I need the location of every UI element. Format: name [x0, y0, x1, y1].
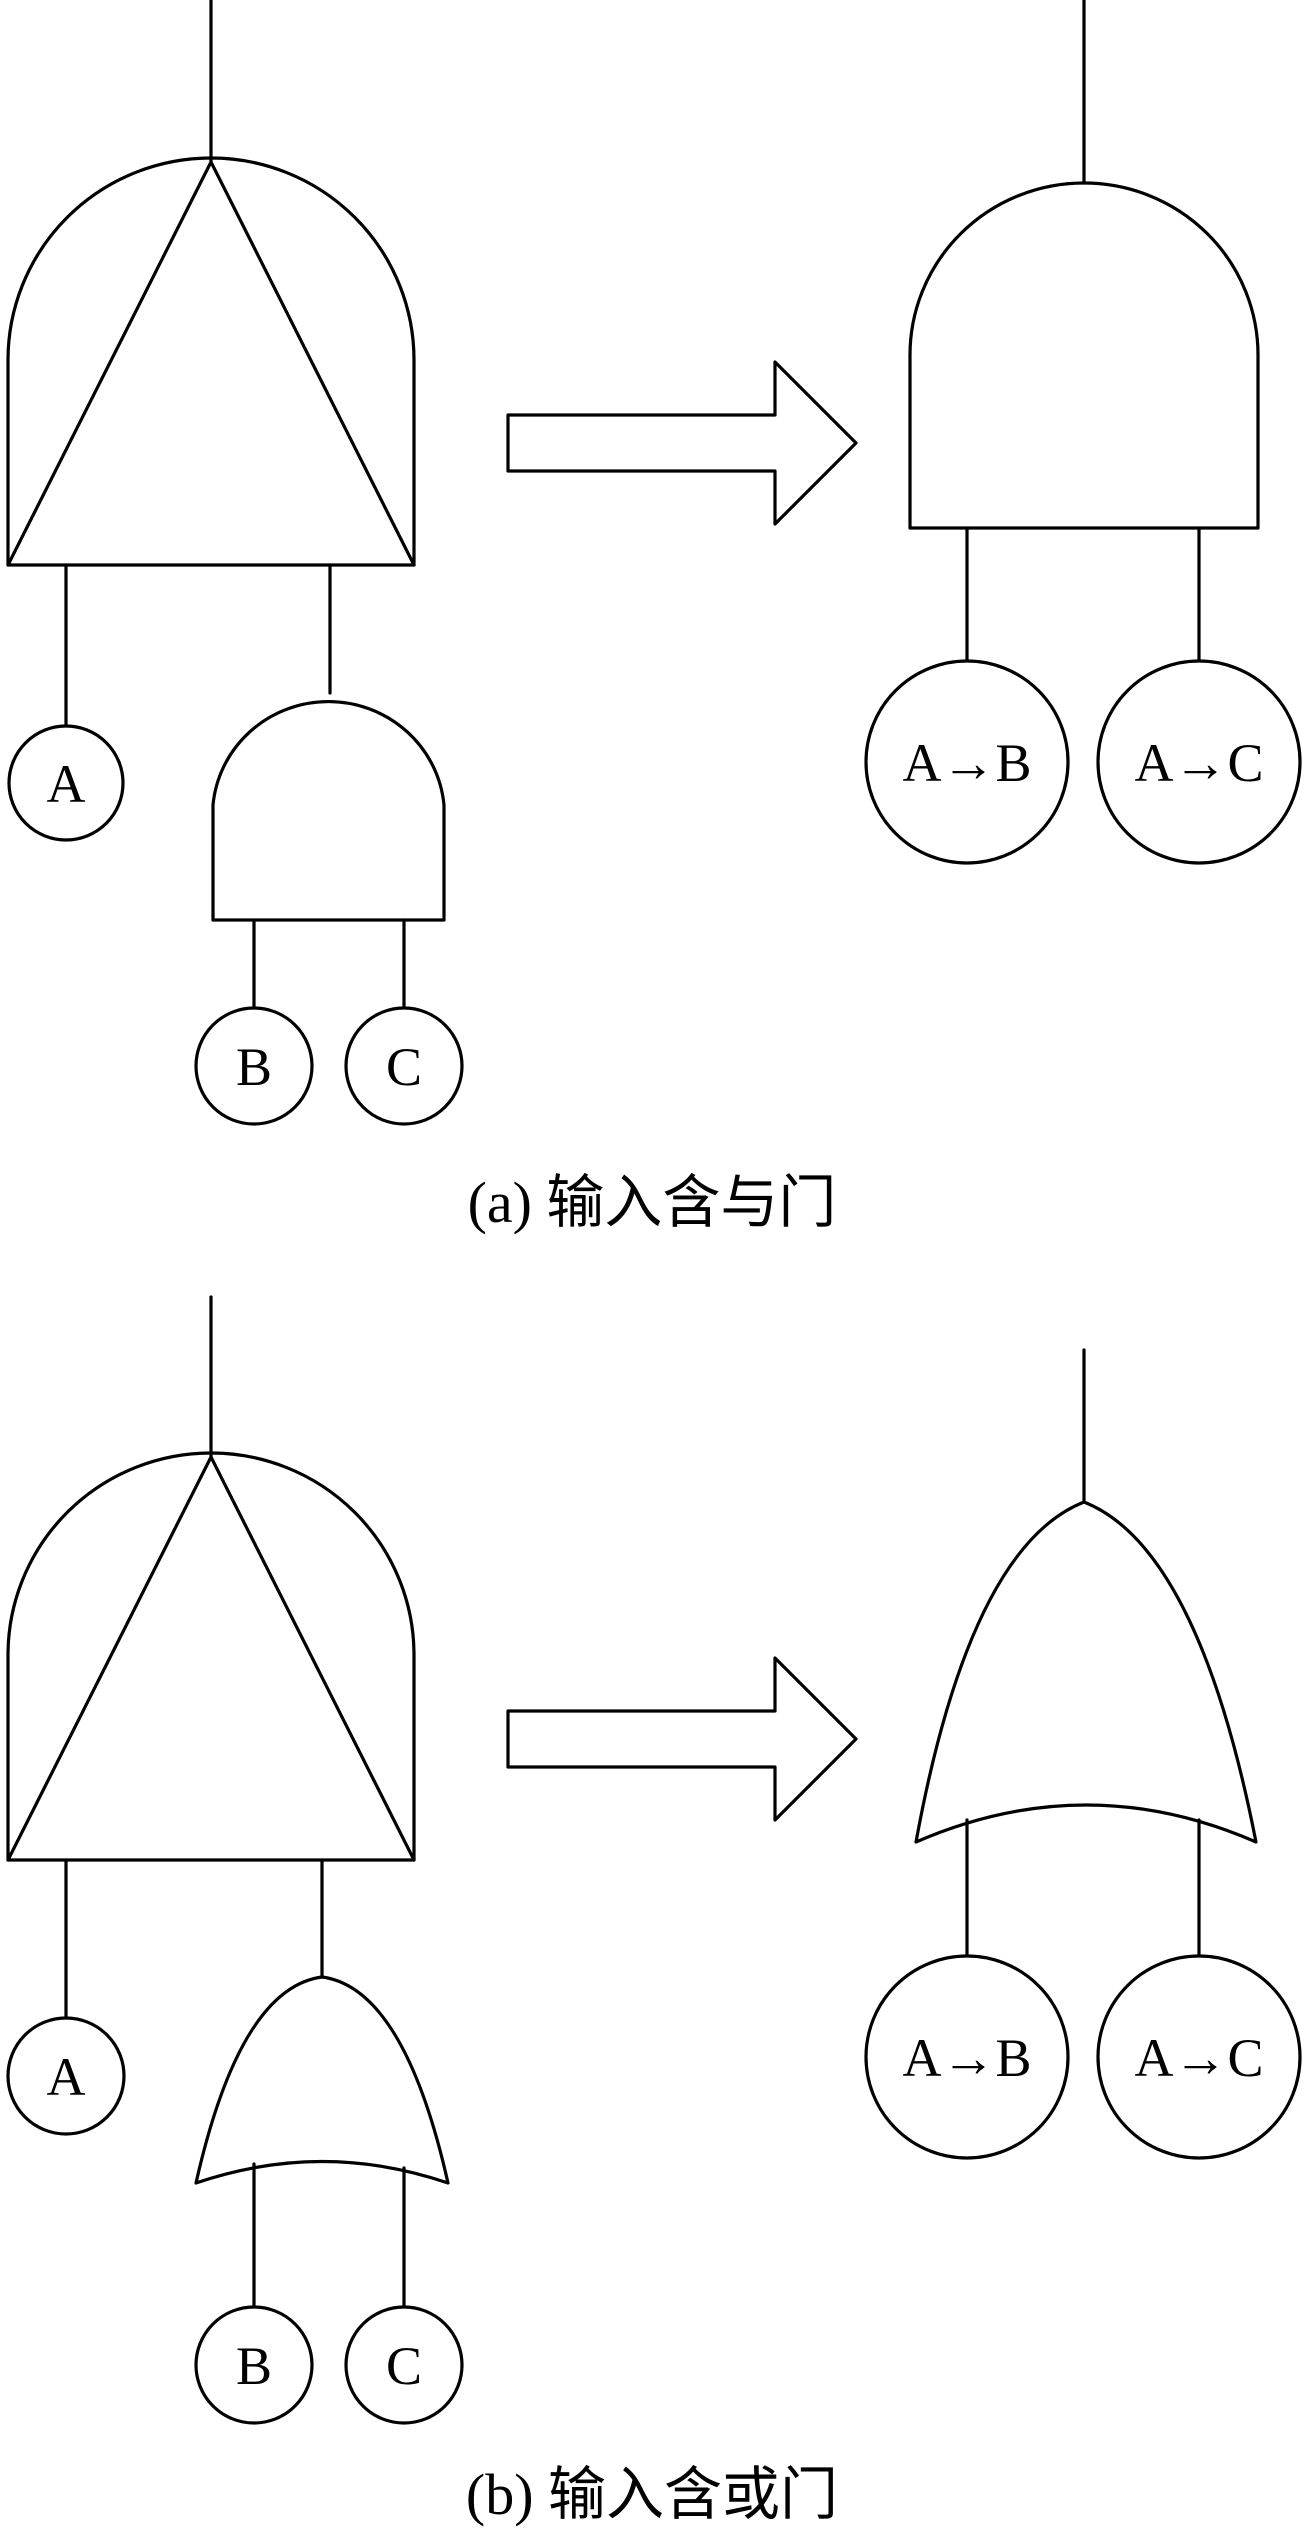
panel-a-circle-b: [194, 1006, 314, 1126]
panel-a-sub-and-gate-body: [211, 700, 446, 922]
panel-a-node-ac: A→C: [1096, 659, 1302, 865]
panel-a-node-c: C: [344, 1006, 464, 1126]
panel-b-node-b: B: [194, 2305, 314, 2425]
panel-b-result-or-gate: [914, 1348, 1258, 1958]
panel-a-result-gate-body: [908, 181, 1260, 530]
panel-a-label-ac: A→C: [1134, 733, 1263, 793]
panel-b-triangle-symbol: [6, 1455, 416, 1862]
panel-b-node-ac: A→C: [1096, 1954, 1302, 2160]
panel-b-circle-b: [194, 2305, 314, 2425]
panel-b-label-ac: A→C: [1134, 2028, 1263, 2088]
panel-b-node-ab: A→B: [864, 1954, 1070, 2160]
panel-b-caption: (b) 输入含或门: [466, 2462, 838, 2527]
panel-b-node-c: C: [344, 2305, 464, 2425]
panel-a-label-c: C: [386, 1037, 422, 1097]
panel-b-transform-arrow: [506, 1656, 858, 1822]
panel-a-transform-arrow: [506, 360, 858, 526]
panel-b-priority-and-gate: [6, 1295, 416, 2020]
panel-a: A B C A→B A→C: [6, 0, 1302, 1235]
panel-b-result-gate-body: [914, 1500, 1258, 1844]
panel-a-node-b: B: [194, 1006, 314, 1126]
panel-a-priority-and-gate: [6, 0, 416, 728]
panel-a-circle-c: [344, 1006, 464, 1126]
panel-b-label-c: C: [386, 2336, 422, 2396]
panel-b-sub-or-gate: [194, 1975, 450, 2309]
panel-a-sub-and-gate: [211, 700, 446, 1010]
panel-b-label-b: B: [236, 2336, 272, 2396]
panel-a-circle-ac: [1096, 659, 1302, 865]
panel-b-circle-ab: [864, 1954, 1070, 2160]
panel-b-label-a: A: [47, 2047, 86, 2107]
panel-a-node-a: A: [7, 724, 125, 842]
panel-a-caption: (a) 输入含与门: [468, 1170, 837, 1235]
panel-a-circle-a: [7, 724, 125, 842]
panel-a-and-gate-body: [6, 156, 416, 567]
panel-b-and-gate-body: [6, 1451, 416, 1862]
panel-a-label-b: B: [236, 1037, 272, 1097]
panel-a-triangle-symbol: [6, 160, 416, 567]
panel-a-circle-ab: [864, 659, 1070, 865]
panel-a-node-ab: A→B: [864, 659, 1070, 865]
panel-b-label-ab: A→B: [902, 2028, 1031, 2088]
panel-b-sub-or-gate-body: [194, 1975, 450, 2185]
panel-a-label-ab: A→B: [902, 733, 1031, 793]
panel-b-node-a: A: [6, 2016, 126, 2136]
panel-a-result-and-gate: [908, 0, 1260, 663]
panel-b-circle-ac: [1096, 1954, 1302, 2160]
panel-b-circle-c: [344, 2305, 464, 2425]
panel-b-circle-a: [6, 2016, 126, 2136]
panel-a-label-a: A: [47, 754, 86, 814]
panel-b: A B C A→B A→C: [6, 1295, 1302, 2527]
